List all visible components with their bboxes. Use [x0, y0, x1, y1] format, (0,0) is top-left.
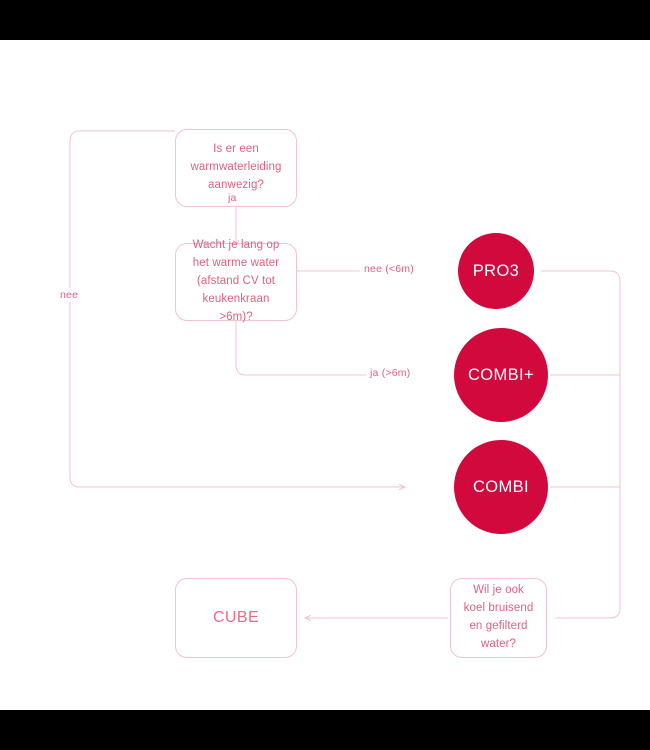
edge-label-nee-kleiner-6m: nee (<6m) — [360, 262, 418, 276]
node-question-bruisend-water[interactable]: Wil je ook koel bruisend en gefilterd wa… — [450, 578, 547, 658]
node-result-cube[interactable]: CUBE — [175, 578, 297, 658]
node-result-combi[interactable]: COMBI — [454, 440, 548, 534]
edge-q2-to-combiplus — [235, 321, 405, 375]
node-result-combiplus-label: COMBI+ — [467, 365, 535, 384]
node-result-cube-label: CUBE — [212, 608, 260, 626]
node-question-wachttijd[interactable]: Wacht je lang op het warme water (afstan… — [175, 239, 297, 323]
edge-pro3-to-bus — [541, 270, 621, 619]
node-result-combi-label: COMBI — [472, 477, 530, 496]
edge-label-ja: ja — [224, 191, 241, 205]
letterbox-top — [0, 0, 650, 40]
letterbox-bottom — [0, 710, 650, 750]
edge-label-nee: nee — [56, 288, 83, 302]
node-question-warmwaterleiding-label: Is er een warmwaterleiding aanwezig? — [190, 143, 282, 191]
edge-label-ja-groter-6m: ja (>6m) — [366, 366, 415, 380]
flowchart-canvas: Is er een warmwaterleiding aanwezig? Wac… — [0, 40, 650, 710]
connector-layer — [69, 130, 621, 710]
node-result-combiplus[interactable]: COMBI+ — [454, 328, 548, 422]
node-result-pro3-label: PRO3 — [472, 261, 520, 280]
edge-q1-to-combi — [69, 130, 405, 487]
node-question-bruisend-water-label: Wil je ook koel bruisend en gefilterd wa… — [463, 584, 534, 650]
node-result-pro3[interactable]: PRO3 — [458, 233, 534, 309]
node-question-wachttijd-label: Wacht je lang op het warme water (afstan… — [192, 239, 280, 323]
